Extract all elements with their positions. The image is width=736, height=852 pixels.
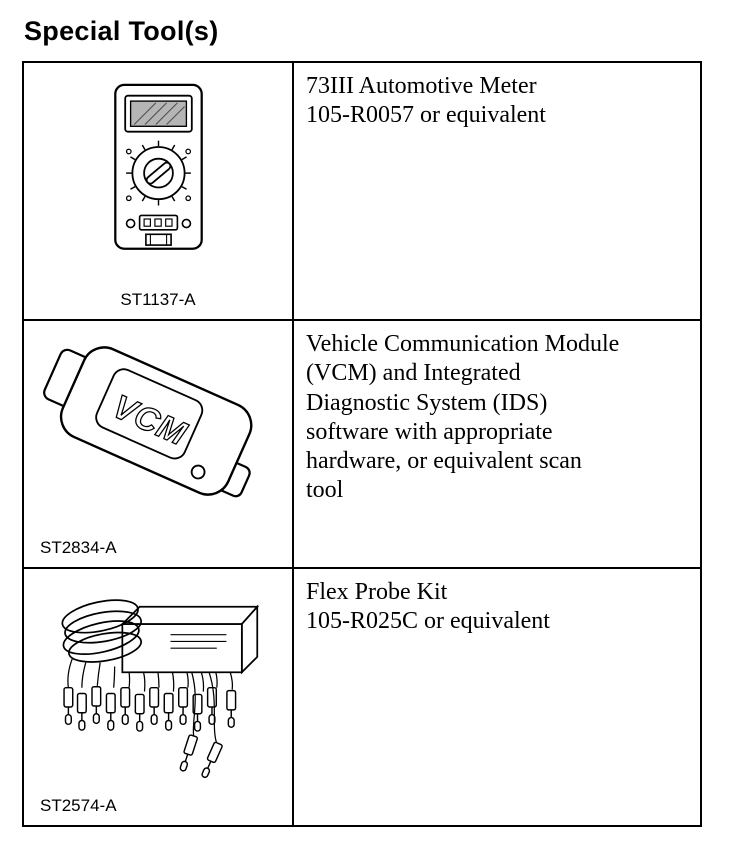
tool-description: Vehicle Communication Module (VCM) and I…: [306, 331, 620, 504]
document-page: Special Tool(s): [22, 16, 702, 827]
tool-image-cell: ST1137-A: [22, 61, 294, 321]
tool-row-vcm: VCM ST2834-A Vehicle Communication Modul…: [22, 319, 702, 569]
tool-image-cell: VCM ST2834-A: [22, 319, 294, 569]
tool-description-cell: Flex Probe Kit 105-R025C or equivalent: [292, 567, 702, 827]
tool-description-cell: 73III Automotive Meter 105-R0057 or equi…: [292, 61, 702, 321]
tool-row-multimeter: ST1137-A 73III Automotive Meter 105-R005…: [22, 61, 702, 321]
flex-probe-kit-icon: [24, 569, 292, 791]
multimeter-icon: [24, 63, 292, 285]
vcm-device-icon: VCM: [24, 321, 292, 533]
tool-id-label: ST2834-A: [40, 538, 117, 557]
tool-description: 73III Automotive Meter 105-R0057 or equi…: [306, 73, 546, 129]
tool-row-flex-probe-kit: ST2574-A Flex Probe Kit 105-R025C or equ…: [22, 567, 702, 827]
tool-description: Flex Probe Kit 105-R025C or equivalent: [306, 579, 550, 635]
tool-description-cell: Vehicle Communication Module (VCM) and I…: [292, 319, 702, 569]
tool-id-label: ST1137-A: [120, 290, 196, 309]
tool-id-label: ST2574-A: [40, 796, 117, 815]
vcm-illustration: VCM: [43, 346, 253, 498]
flex-probe-kit-illustration: [61, 599, 260, 780]
tool-image-cell: ST2574-A: [22, 567, 294, 827]
multimeter-illustration: [113, 83, 203, 250]
page-title: Special Tool(s): [24, 16, 219, 46]
special-tools-table: ST1137-A 73III Automotive Meter 105-R005…: [22, 61, 702, 827]
